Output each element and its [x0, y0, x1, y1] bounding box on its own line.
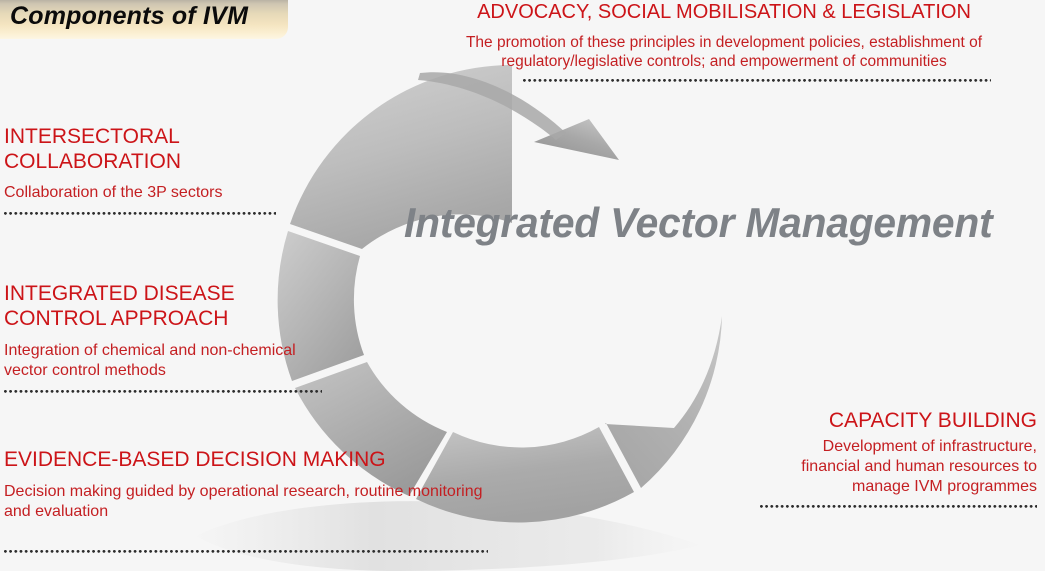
component-advocacy-body: The promotion of these principles in dev…: [465, 34, 983, 70]
component-advocacy: ADVOCACY, SOCIAL MOBILISATION & LEGISLAT…: [447, 0, 1001, 82]
center-label: Integrated Vector Management: [404, 199, 993, 246]
component-capacity-building: CAPACITY BUILDING Development of infrast…: [760, 408, 1037, 508]
title-banner: Components of IVM: [0, 0, 288, 39]
component-integrated-divider: [4, 390, 322, 393]
component-advocacy-heading: ADVOCACY, SOCIAL MOBILISATION & LEGISLAT…: [477, 1, 971, 23]
component-intersectoral-divider: [4, 212, 276, 215]
component-capacity-body: Development of infrastructure, financial…: [801, 438, 1037, 495]
page-title: Components of IVM: [10, 2, 249, 30]
ring-tail-taper: [660, 315, 722, 428]
component-intersectoral-heading: INTERSECTORAL COLLABORATION: [4, 125, 181, 173]
component-evidence-based-decision-making: EVIDENCE-BASED DECISION MAKING Decision …: [4, 447, 488, 553]
component-capacity-divider: [760, 505, 1037, 508]
component-intersectoral-body: Collaboration of the 3P sectors: [4, 184, 223, 201]
component-intersectoral: INTERSECTORAL COLLABORATION Collaboratio…: [4, 124, 276, 215]
component-evidence-body: Decision making guided by operational re…: [4, 483, 483, 520]
component-evidence-divider: [4, 550, 488, 553]
component-evidence-heading: EVIDENCE-BASED DECISION MAKING: [4, 448, 386, 471]
component-integrated-heading: INTEGRATED DISEASE CONTROL APPROACH: [4, 282, 235, 330]
component-integrated-disease-control: INTEGRATED DISEASE CONTROL APPROACH Inte…: [4, 281, 322, 393]
component-capacity-heading: CAPACITY BUILDING: [828, 409, 1037, 432]
ring-segment-capacity: [605, 316, 722, 488]
arrow-pointer-line: [418, 72, 566, 140]
component-integrated-body: Integration of chemical and non-chemical…: [4, 342, 296, 379]
arrowhead-icon: [534, 119, 619, 160]
component-advocacy-divider: [523, 79, 991, 82]
